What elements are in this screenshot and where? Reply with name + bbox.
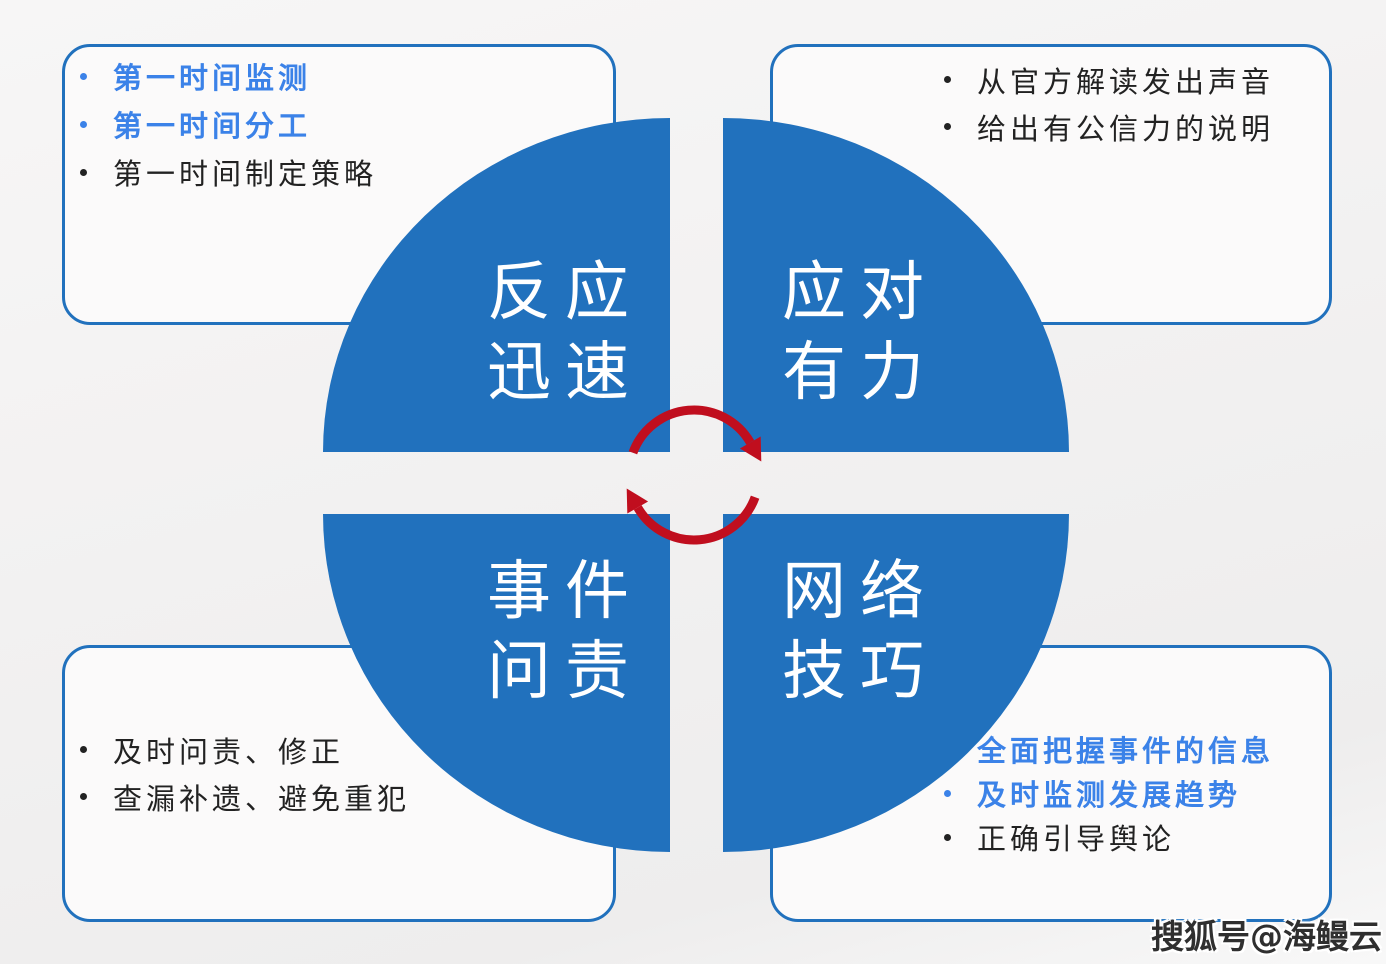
quadrant-label-line: 迅速: [487, 337, 643, 408]
list-item-label: 全面把握事件的信息: [977, 736, 1275, 768]
list-item-label: 查漏补遗、避免重犯: [113, 783, 411, 816]
watermark-sohu: 搜狐号@海鳗云: [1151, 917, 1382, 956]
quadrant-label-line: 网络: [782, 556, 938, 627]
quadrant-label-line: 有力: [782, 337, 938, 408]
quadrant-label-line: 应对: [782, 257, 938, 328]
quadrant-label-line: 事件: [487, 556, 643, 627]
quadrant-label-bottom-right: 网络 技巧: [760, 552, 960, 712]
bullet-dot-icon: [80, 168, 87, 176]
list-item-label: 给出有公信力的说明: [977, 113, 1275, 146]
list-item-label: 第一时间制定策略: [113, 159, 378, 191]
list-item-label: 及时问责、修正: [113, 736, 345, 769]
list-item: 第一时间制定策略: [80, 148, 377, 196]
list-item: 给出有公信力的说明: [944, 103, 1274, 150]
list-item-label: 从官方解读发出声音: [977, 66, 1275, 99]
list-item: 及时监测发展趋势: [944, 771, 1274, 815]
list-item: 全面把握事件的信息: [944, 727, 1274, 771]
bullet-dot-icon: [80, 72, 87, 80]
callout-list-bottom-right: 全面把握事件的信息 及时监测发展趋势 正确引导舆论: [944, 727, 1274, 859]
list-item-label: 第一时间分工: [113, 111, 312, 143]
list-item-label: 第一时间监测: [113, 63, 312, 95]
list-item: 正确引导舆论: [944, 815, 1274, 859]
quadrant-label-line: 问责: [487, 636, 643, 707]
quadrant-label-top-left: 反应 迅速: [465, 253, 665, 413]
quadrant-label-line: 反应: [487, 257, 643, 328]
cycle-arrows-svg: [626, 405, 762, 545]
cycle-arrows-icon: [614, 395, 774, 555]
bullet-dot-icon: [80, 746, 87, 753]
list-item: 第一时间分工: [80, 100, 377, 148]
callout-list-top-right: 从官方解读发出声音 给出有公信力的说明: [944, 56, 1274, 150]
bullet-dot-icon: [944, 833, 951, 841]
bullet-dot-icon: [80, 120, 87, 128]
bullet-dot-icon: [944, 789, 951, 797]
list-item-label: 正确引导舆论: [977, 824, 1176, 856]
list-item: 及时问责、修正: [80, 726, 410, 773]
callout-list-top-left: 第一时间监测 第一时间分工 第一时间制定策略: [80, 52, 377, 196]
list-item: 第一时间监测: [80, 52, 377, 100]
bullet-dot-icon: [944, 123, 951, 130]
callout-list-bottom-left: 及时问责、修正 查漏补遗、避免重犯: [80, 726, 410, 820]
list-item-label: 及时监测发展趋势: [977, 780, 1242, 812]
list-item: 从官方解读发出声音: [944, 56, 1274, 103]
quadrant-label-top-right: 应对 有力: [760, 253, 960, 413]
bullet-dot-icon: [80, 793, 87, 800]
list-item: 查漏补遗、避免重犯: [80, 773, 410, 820]
bullet-dot-icon: [944, 76, 951, 83]
quadrant-label-line: 技巧: [782, 636, 938, 707]
quadrant-label-bottom-left: 事件 问责: [465, 552, 665, 712]
